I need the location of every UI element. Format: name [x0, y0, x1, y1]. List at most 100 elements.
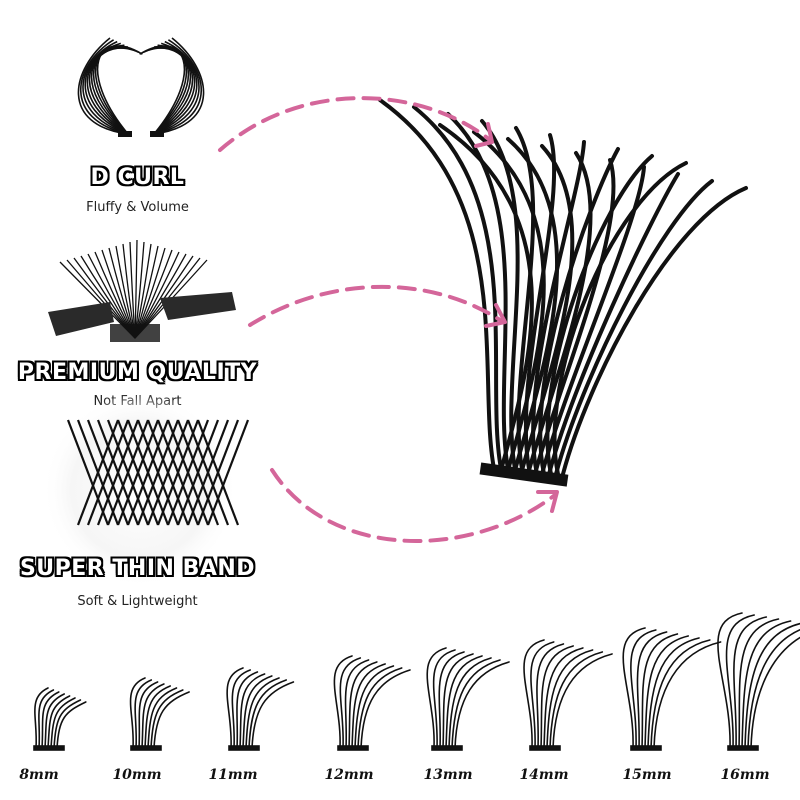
length-label-13mm: 13mm — [423, 767, 473, 783]
lash-strand — [536, 643, 565, 749]
lash-strand — [92, 47, 136, 135]
lash-strand — [480, 119, 520, 476]
lash-strand — [545, 154, 654, 476]
lash-strand — [738, 618, 780, 749]
lash-strand — [129, 677, 146, 749]
lash-strand — [236, 671, 259, 749]
lash-strand — [561, 186, 748, 476]
lash-strand — [242, 675, 273, 749]
lash-band — [337, 745, 369, 751]
lash-strand — [538, 147, 620, 476]
lash-strand — [549, 651, 604, 749]
lash-strand — [147, 687, 178, 749]
lash-strand — [34, 687, 49, 749]
arrow-1 — [218, 96, 492, 152]
lash-band — [630, 745, 662, 751]
lash-strand — [445, 655, 483, 749]
lash-strand — [446, 112, 511, 476]
lash-strand — [231, 669, 251, 749]
lash-strand — [53, 699, 82, 749]
lash-strand — [357, 667, 403, 749]
lash-strand — [139, 45, 186, 135]
feature-subtitle-super-thin-band: Soft & Lightweight — [77, 594, 198, 609]
lash-strand — [176, 419, 220, 526]
lash-strand — [622, 627, 646, 749]
lash-strand — [523, 639, 545, 749]
lash-strand — [543, 647, 584, 749]
lash-strand — [530, 641, 555, 749]
lash-strand — [56, 701, 87, 749]
lash-strand — [96, 419, 140, 526]
lash-strand — [96, 45, 143, 135]
lash-strand — [750, 636, 800, 749]
lash-strand — [333, 655, 353, 749]
lash-strand — [245, 677, 280, 749]
arrow-2 — [248, 284, 502, 327]
lash-strand — [647, 637, 700, 749]
lash-strand — [426, 647, 447, 749]
length-label-11mm: 11mm — [208, 767, 258, 783]
arrow-3 — [270, 468, 557, 543]
lash-strand — [141, 683, 165, 749]
lash-strand — [514, 126, 536, 476]
lash-band — [727, 745, 759, 751]
lash-strand — [66, 419, 110, 526]
lash-strand — [134, 679, 153, 749]
lash-strand — [106, 419, 150, 526]
lash-band — [33, 745, 65, 751]
lash-strand — [552, 161, 688, 476]
lash-strand — [196, 419, 240, 526]
lash-strand — [448, 657, 492, 749]
lash-strand — [554, 179, 714, 476]
lash-strand — [339, 657, 362, 749]
lash-strand — [432, 649, 456, 749]
arrowhead-3 — [536, 490, 559, 513]
lash-band — [228, 745, 260, 751]
arrowhead-1 — [474, 122, 494, 148]
lash-strand — [378, 98, 497, 476]
lash-strand — [239, 673, 266, 749]
lash-strand — [451, 659, 501, 749]
lash-strand — [348, 661, 378, 749]
lash-strand — [636, 631, 668, 749]
length-label-12mm: 12mm — [324, 767, 374, 783]
lash-strand — [82, 40, 129, 135]
feature-title-super-thin-band: SUPER THIN BAND — [19, 556, 256, 581]
lash-band — [130, 745, 162, 751]
lash-strand — [153, 691, 190, 749]
feature-title-premium-quality: PREMIUM QUALITY — [17, 360, 258, 385]
feature-title-d-curl: D CURL — [90, 165, 185, 190]
lash-strand — [546, 649, 594, 749]
lash-strand — [156, 419, 200, 526]
lash-strand — [44, 693, 65, 749]
lash-strand — [547, 172, 680, 476]
arrowhead-2 — [484, 303, 507, 328]
lash-strand — [153, 40, 200, 135]
lash-strand — [150, 689, 184, 749]
lash-strand — [153, 39, 203, 135]
lash-strand — [741, 620, 792, 749]
lash-strand — [248, 679, 287, 749]
lash-strand — [531, 140, 586, 476]
lash-strand — [86, 419, 130, 526]
lash-strand — [226, 667, 244, 749]
lash-strand — [438, 651, 465, 749]
lash-band — [431, 745, 463, 751]
lash-strand — [733, 616, 768, 749]
length-label-16mm: 16mm — [720, 767, 770, 783]
lash-strand — [138, 681, 159, 749]
lash-strand — [206, 419, 250, 526]
lash-strand — [552, 653, 613, 749]
lash-strand — [354, 665, 395, 749]
lash-strand — [47, 695, 71, 749]
lash-strand — [351, 663, 386, 749]
lash-strand — [153, 37, 205, 135]
feature-subtitle-d-curl: Fluffy & Volume — [86, 200, 189, 215]
lash-strand — [725, 614, 755, 749]
lash-strand — [136, 419, 180, 526]
